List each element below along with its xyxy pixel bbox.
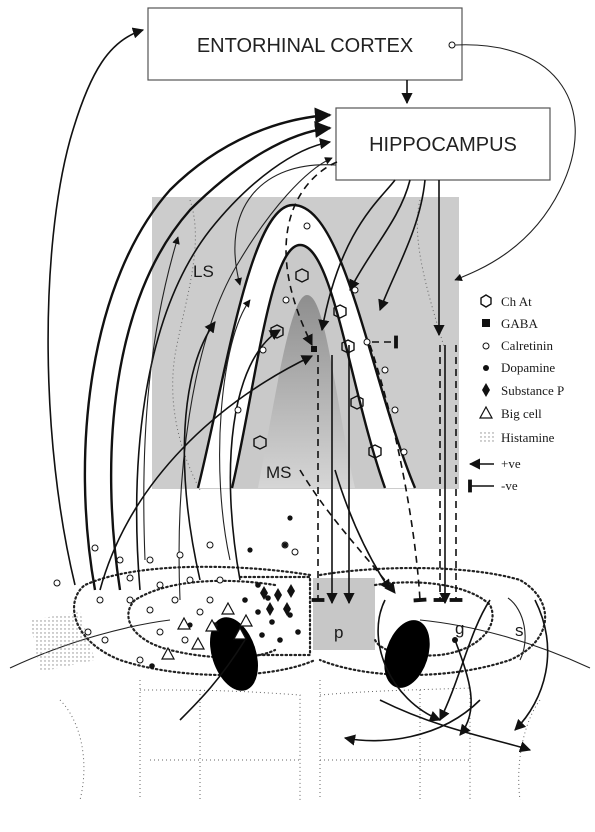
diamond-icon: [482, 383, 490, 397]
ls-label: LS: [193, 262, 214, 281]
to-ec-arrow: [48, 30, 143, 585]
histamine-area: [30, 612, 95, 672]
legend-label-positive: +ve: [501, 456, 521, 471]
gaba-square: [311, 346, 317, 352]
lower-arrow-4: [515, 600, 548, 730]
hippocampus-label: HIPPOCAMPUS: [369, 134, 517, 156]
p-region: [313, 578, 375, 650]
entorhinal-cortex-label: ENTORHINAL CORTEX: [197, 35, 413, 57]
substance-p-diamonds: [260, 584, 295, 616]
legend-label-substance-p: Substance P: [501, 383, 564, 398]
p-label: p: [334, 623, 343, 642]
legend-label-gaba: GABA: [501, 316, 538, 331]
hexagon-icon: [481, 295, 491, 307]
brain-outline: [10, 620, 590, 668]
ventral-cells-outline: [60, 680, 540, 800]
fornix-oval-right: [376, 614, 438, 694]
filled-circle-icon: [483, 365, 489, 371]
g-label: g: [455, 619, 464, 638]
lower-arrow-1: [440, 600, 490, 720]
legend-label-negative: -ve: [501, 478, 518, 493]
legend: Ch At GABA Calretinin Dopamine Substance…: [470, 294, 564, 493]
legend-label-calretinin: Calretinin: [501, 338, 553, 353]
s-label: s: [515, 621, 524, 640]
triangle-icon: [480, 407, 492, 418]
legend-label-big-cell: Big cell: [501, 406, 542, 421]
square-icon: [482, 319, 490, 327]
ec-output-dot: [449, 42, 455, 48]
stipple-icon: [478, 432, 494, 442]
legend-label-histamine: Histamine: [501, 430, 555, 445]
ms-label: MS: [266, 463, 292, 482]
legend-label-chat: Ch At: [501, 294, 532, 309]
lower-arrow-6: [380, 700, 530, 750]
open-circle-icon: [483, 343, 489, 349]
lower-arrow-2: [455, 640, 471, 735]
legend-label-dopamine: Dopamine: [501, 360, 555, 375]
